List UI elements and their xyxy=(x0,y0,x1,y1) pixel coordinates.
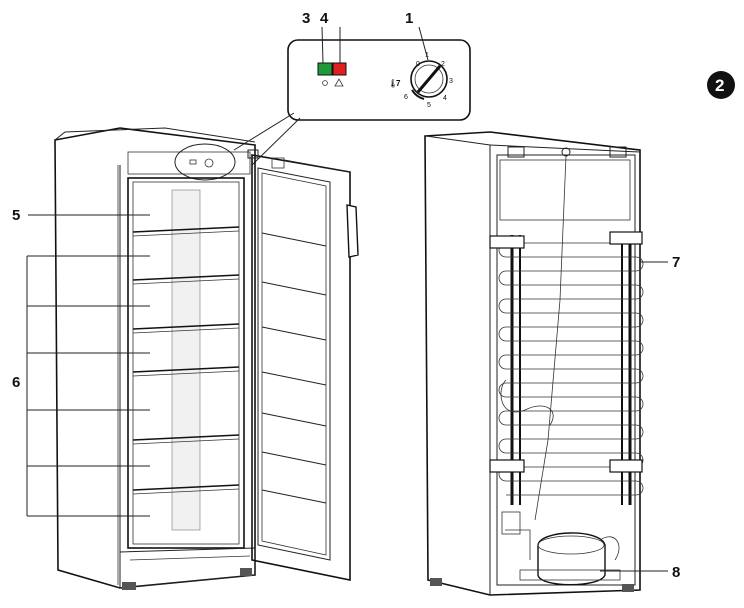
leader-6-bracket xyxy=(26,255,150,517)
control-highlight-circle xyxy=(174,143,236,181)
svg-text:2: 2 xyxy=(715,76,724,95)
callout-7: 7 xyxy=(672,254,680,271)
condenser-coil xyxy=(489,231,644,505)
dial-num-4: 4 xyxy=(443,95,447,102)
callout-8: 8 xyxy=(672,564,680,581)
power-symbol-icon xyxy=(322,80,328,86)
red-indicator-light xyxy=(332,62,347,76)
callout-3: 3 xyxy=(302,10,310,27)
callout-4: 4 xyxy=(320,10,329,27)
shelves xyxy=(132,226,240,495)
thermostat-dial xyxy=(410,26,448,100)
dial-num-5: 5 xyxy=(427,102,431,109)
dial-num-3: 3 xyxy=(449,78,453,85)
dial-num-6: 6 xyxy=(404,94,408,101)
freezer-front-view xyxy=(54,127,359,590)
control-panel-inset: 0 1 2 3 4 5 6 7 🌡 xyxy=(233,26,471,166)
dial-num-2: 2 xyxy=(441,61,445,68)
freezer-rear-view xyxy=(424,131,644,596)
compressor xyxy=(501,511,621,586)
callout-6: 6 xyxy=(12,374,20,391)
green-indicator-light xyxy=(317,62,333,76)
figure-number-badge: 2 xyxy=(707,71,735,99)
callout-5: 5 xyxy=(12,207,20,224)
thermometer-icon: 🌡 xyxy=(388,79,398,88)
freezer-door xyxy=(251,154,351,581)
dial-num-1: 1 xyxy=(425,52,429,59)
callout-1: 1 xyxy=(405,10,413,27)
warning-triangle-icon xyxy=(334,78,344,87)
door-handle xyxy=(346,204,359,258)
dial-num-0: 0 xyxy=(416,61,420,68)
dial-num-7: 7 xyxy=(396,79,401,88)
